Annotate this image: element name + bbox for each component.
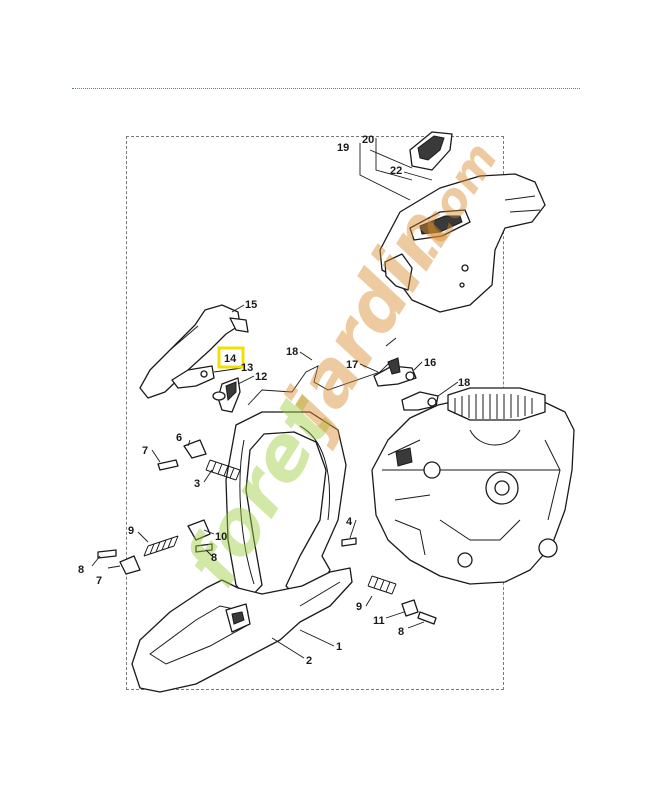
screw-8-mid [195, 543, 213, 553]
callout-11: 11 [373, 615, 385, 627]
callout-labels: 21 19 20 22 15 19 18 14 13 12 17 16 17 1… [78, 134, 436, 667]
rear-handle-housing-part [131, 567, 353, 693]
callout-14: 14 [224, 353, 237, 365]
callout-21: 20 [362, 134, 374, 146]
leader-lines [91, 138, 459, 659]
top-divider-rule [72, 88, 580, 89]
callout-16: 16 [424, 357, 436, 369]
spring-3 [205, 459, 241, 481]
callout-12: 12 [255, 371, 267, 383]
callout-7-label: 7 [96, 575, 102, 587]
callout-8-mid: 8 [211, 552, 217, 564]
highlighted-part-box [217, 346, 245, 369]
throttle-rod-part [247, 359, 393, 406]
callout-8-right: 8 [398, 626, 404, 638]
top-shroud-part [379, 173, 546, 313]
callout-22: 22 [390, 165, 402, 177]
choke-lever-parts [373, 337, 439, 411]
callout-4: 4 [346, 516, 353, 528]
handle-part [139, 304, 249, 399]
callout-labels-extra: 18 7 [96, 377, 470, 587]
callout-13: 13 [241, 362, 253, 374]
callout-3: 3 [194, 478, 200, 490]
callout-18: 17 [346, 359, 358, 371]
callout-20: 19 [337, 142, 349, 154]
callout-2: 2 [306, 655, 312, 667]
callout-17-label: 18 [458, 377, 470, 389]
left-spring-assembly [97, 439, 357, 575]
callout-5: 6 [176, 432, 182, 444]
callout-10: 10 [215, 531, 227, 543]
screw-6 [157, 459, 179, 471]
buffer-5 [183, 439, 207, 459]
engine-block [371, 387, 575, 585]
callout-9-right: 9 [356, 601, 362, 613]
trigger-linkage-parts [171, 365, 241, 413]
callout-6: 7 [142, 445, 148, 457]
callout-15: 15 [245, 299, 257, 311]
callout-9-left: 9 [128, 525, 134, 537]
right-spring-assembly [367, 575, 437, 625]
callout-19: 18 [286, 346, 298, 358]
screw-4 [341, 537, 357, 547]
buffer-7 [119, 555, 141, 575]
buffer-10 [187, 519, 211, 541]
screw-8-left [97, 549, 117, 559]
cover-cap-part [409, 131, 453, 171]
spring-9-left [143, 535, 179, 557]
callout-8-left: 8 [78, 564, 84, 576]
callout-1: 1 [336, 641, 342, 653]
